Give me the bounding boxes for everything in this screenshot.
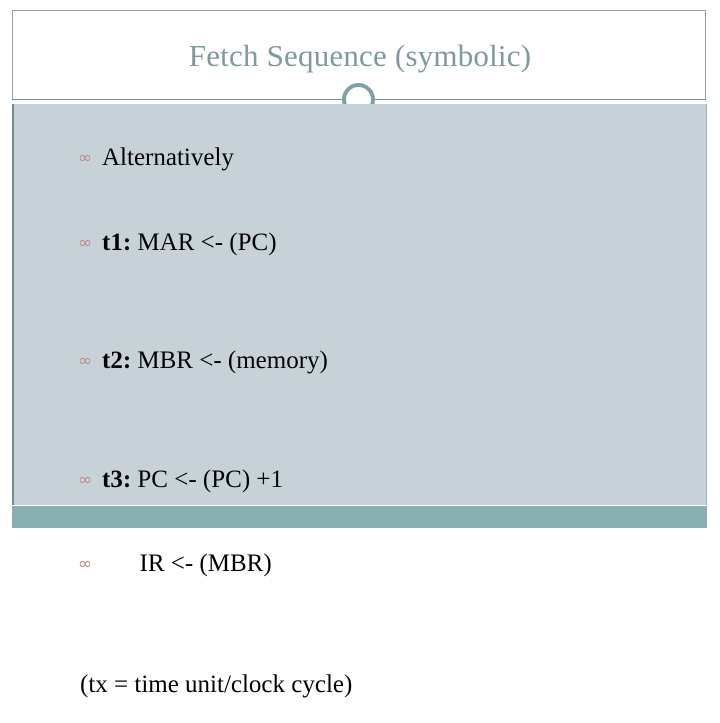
bullet-ornament-icon: ∞ [78,554,93,574]
list-item-text: MBR <- (memory) [131,347,328,374]
list-item: ∞ t1: MAR <- (PC) [28,205,696,280]
bullet-ornament-icon: ∞ [78,233,93,253]
list-item-text: PC <- (PC) +1 [131,466,283,493]
time-step-label: t1: [102,229,132,256]
bullet-ornament-icon: ∞ [78,148,93,168]
list-item-text: MAR <- (PC) [131,229,277,256]
list-item: ∞ t2: MBR <- (memory) [28,323,696,398]
list-item: ∞ t3: PC <- (PC) +1 [28,442,696,517]
time-step-label: t2: [102,347,132,374]
time-step-label: t3: [102,466,132,493]
list-item: ∞ IR <- (MBR) [28,526,696,601]
list-item-text: Alternatively [102,144,234,171]
footer-accent-bar [12,506,707,528]
note-text: (tx = time unit/clock cycle) [80,671,353,698]
note-line: (tx = time unit/clock cycle) [28,647,696,722]
list-item-text: IR <- (MBR) [102,550,272,577]
bullet-ornament-icon: ∞ [78,351,93,371]
bullet-list: ∞ Alternatively ∞ t1: MAR <- (PC) ∞ t2: MBR… [28,120,696,722]
bullet-ornament-icon: ∞ [78,470,93,490]
slide: Fetch Sequence (symbolic) ∞ Alternatively… [12,10,707,697]
slide-body: ∞ Alternatively ∞ t1: MAR <- (PC) ∞ t2: MBR… [12,104,707,697]
page-title: Fetch Sequence (symbolic) [188,37,532,73]
list-item: ∞ Alternatively [28,120,696,195]
